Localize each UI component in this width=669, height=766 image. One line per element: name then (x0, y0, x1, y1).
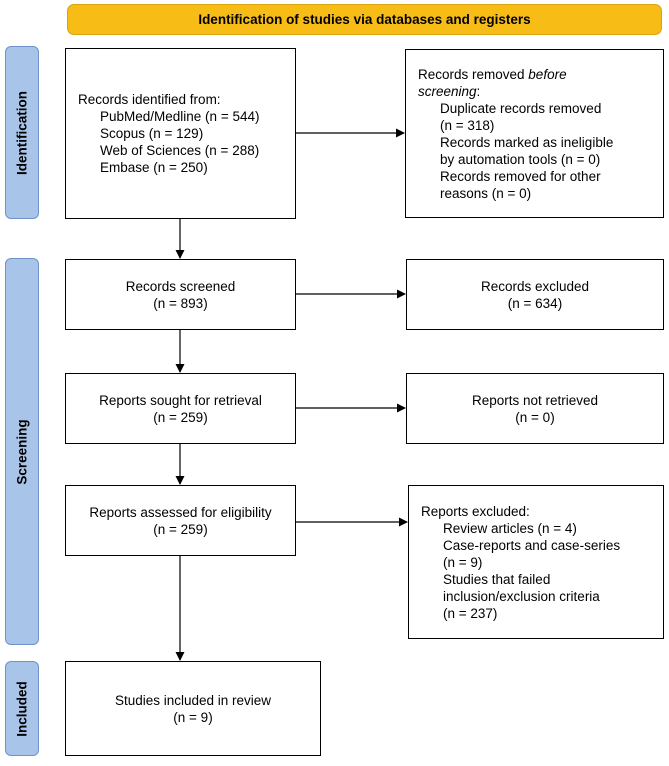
records-identified-heading: Records identified from: (78, 92, 221, 107)
phase-screening: Screening (5, 258, 39, 645)
records-identified-box: Records identified from: PubMed/Medline … (65, 48, 296, 219)
excluded-item-failed: Studies that failed (443, 571, 551, 587)
source-embase: Embase (n = 250) (100, 160, 208, 175)
removed-item-other-count: reasons (n = 0) (440, 185, 532, 201)
source-scopus: Scopus (n = 129) (100, 126, 204, 141)
excluded-item-failed-criteria: inclusion/exclusion criteria (443, 588, 600, 604)
excluded-item-case-reports-count: (n = 9) (443, 554, 483, 570)
reports-not-retrieved-label: Reports not retrieved (471, 392, 599, 408)
removed-item-ineligible-count: by automation tools (n = 0) (440, 151, 601, 167)
records-screened-box: Records screened (n = 893) (65, 259, 296, 330)
reports-assessed-box: Reports assessed for eligibility (n = 25… (65, 485, 296, 556)
records-removed-heading: Records removed before (418, 66, 567, 82)
reports-sought-box: Reports sought for retrieval (n = 259) (65, 373, 296, 444)
excluded-item-failed-count: (n = 237) (443, 605, 498, 621)
records-screened-label: Records screened (125, 278, 236, 294)
reports-excluded-heading: Reports excluded: (421, 503, 530, 519)
source-web-of-sciences: Web of Sciences (n = 288) (100, 143, 260, 158)
studies-included-count: (n = 9) (173, 709, 213, 725)
records-excluded-box: Records excluded (n = 634) (406, 259, 664, 330)
reports-not-retrieved-box: Reports not retrieved (n = 0) (406, 373, 664, 444)
reports-assessed-count: (n = 259) (153, 521, 208, 537)
reports-sought-label: Reports sought for retrieval (99, 392, 262, 408)
reports-not-retrieved-count: (n = 0) (515, 409, 555, 425)
reports-excluded-box: Reports excluded: Review articles (n = 4… (408, 485, 664, 639)
removed-item-duplicates: Duplicate records removed (440, 100, 602, 116)
records-excluded-label: Records excluded (480, 278, 590, 294)
header-banner: Identification of studies via databases … (67, 4, 662, 35)
studies-included-box: Studies included in review (n = 9) (65, 661, 321, 756)
removed-item-other: Records removed for other (440, 168, 601, 184)
reports-assessed-label: Reports assessed for eligibility (89, 504, 272, 520)
phase-included: Included (5, 661, 39, 756)
reports-sought-count: (n = 259) (153, 409, 208, 425)
studies-included-label: Studies included in review (114, 692, 272, 708)
removed-item-duplicates-count: (n = 318) (440, 117, 495, 133)
excluded-item-case-reports: Case-reports and case-series (443, 537, 621, 553)
records-screened-count: (n = 893) (153, 295, 208, 311)
header-title: Identification of studies via databases … (198, 12, 531, 27)
records-removed-box: Records removed before screening: Duplic… (405, 49, 664, 218)
removed-item-ineligible: Records marked as ineligible (440, 134, 614, 150)
source-pubmed: PubMed/Medline (n = 544) (100, 109, 260, 124)
phase-identification: Identification (5, 46, 39, 219)
records-excluded-count: (n = 634) (507, 295, 563, 311)
excluded-item-review: Review articles (n = 4) (443, 520, 577, 536)
records-removed-heading-cont: screening: (418, 83, 481, 99)
